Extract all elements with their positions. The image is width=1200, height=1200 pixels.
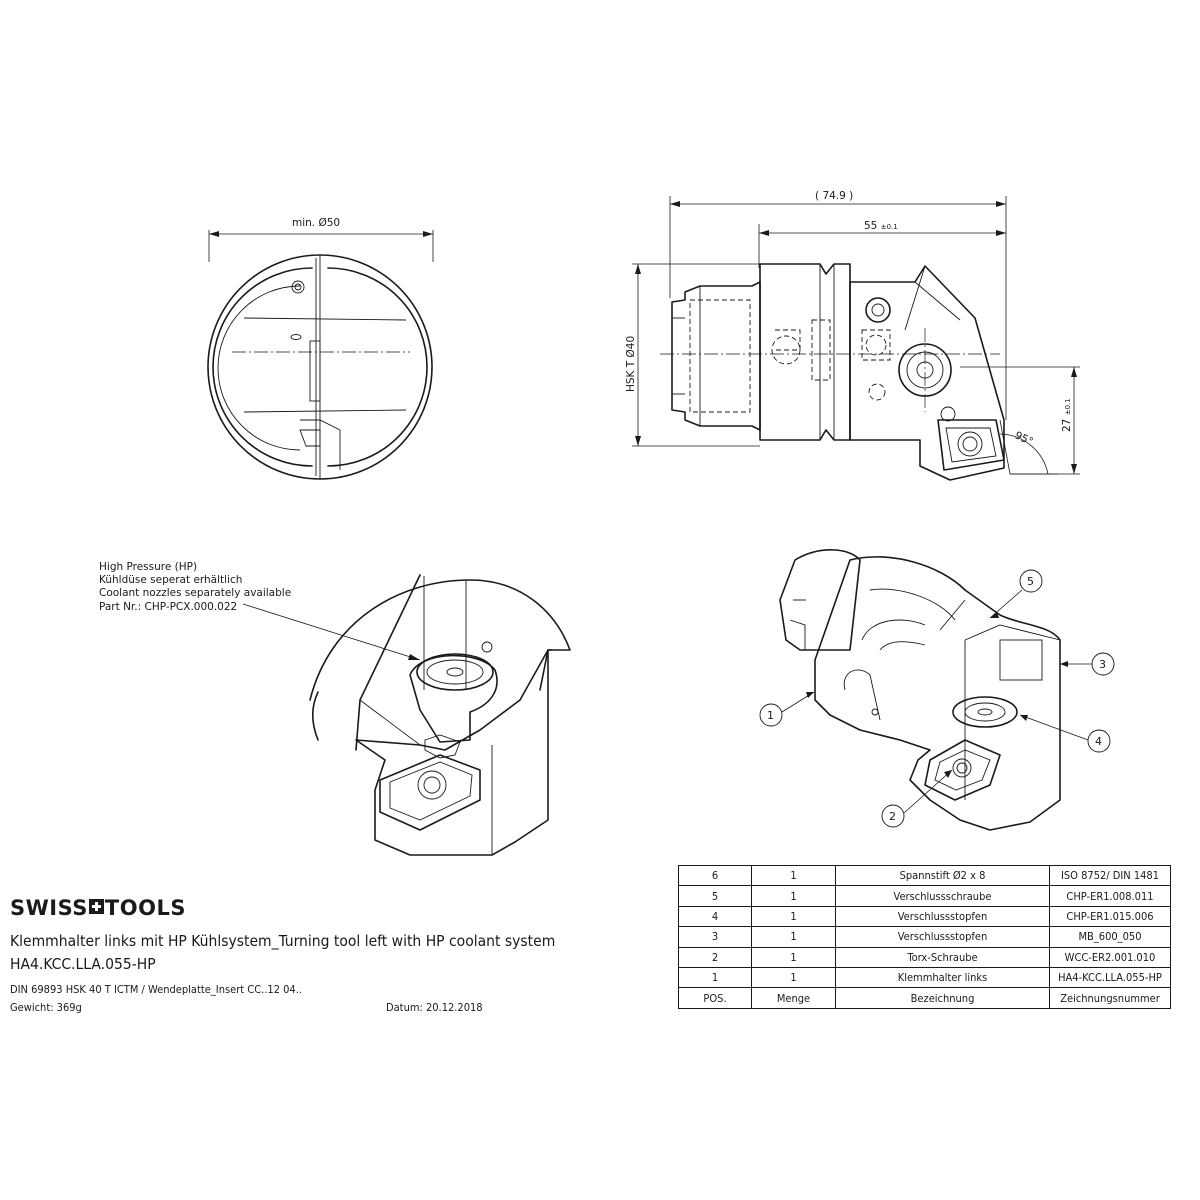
iso-detail-view: High Pressure (HP) Kühldüse seperat erhä… <box>99 561 571 856</box>
svg-text:1: 1 <box>767 709 774 722</box>
hsk-dim-label: HSK T Ø40 <box>625 336 637 392</box>
drawing-title: Klemmhalter links mit HP Kühlsystem_Turn… <box>10 932 556 950</box>
drawing-code: HA4.KCC.LLA.055-HP <box>10 955 156 973</box>
annotation-line-1: High Pressure (HP) <box>99 561 197 573</box>
balloon-2: 2 <box>881 769 953 828</box>
front-dim-label: min. Ø50 <box>292 217 340 229</box>
swiss-cross-icon <box>88 899 104 914</box>
balloon-3: 3 <box>1060 652 1115 676</box>
offset-dim-label: 27 ±0.1 <box>1061 398 1073 432</box>
svg-text:5: 5 <box>1027 575 1034 588</box>
annotation-line-2: Kühldüse seperat erhältlich <box>99 574 242 586</box>
length-dim-label: 55 ±0.1 <box>864 220 898 232</box>
balloon-4: 4 <box>1019 714 1111 753</box>
svg-text:3: 3 <box>1099 658 1106 671</box>
drawing-spec: DIN 69893 HSK 40 T ICTM / Wendeplatte_In… <box>10 983 303 996</box>
drawing-weight: Gewicht: 369g <box>10 1001 82 1014</box>
side-view: ( 74.9 ) 55 ±0.1 HSK T Ø40 27 ±0.1 95° <box>625 190 1080 481</box>
iso-view <box>779 549 1061 831</box>
svg-text:4: 4 <box>1095 735 1102 748</box>
front-view: min. Ø50 <box>207 217 434 480</box>
angle-dim-label: 95° <box>1013 429 1035 448</box>
overall-dim-label: ( 74.9 ) <box>815 190 853 202</box>
drawing-date: Datum: 20.12.2018 <box>386 1001 483 1014</box>
balloon-1: 1 <box>759 691 815 727</box>
balloon-5: 5 <box>989 569 1043 619</box>
svg-text:2: 2 <box>889 810 896 823</box>
annotation-line-4: Part Nr.: CHP-PCX.000.022 <box>99 601 237 613</box>
annotation-line-3: Coolant nozzles separately available <box>99 587 291 599</box>
